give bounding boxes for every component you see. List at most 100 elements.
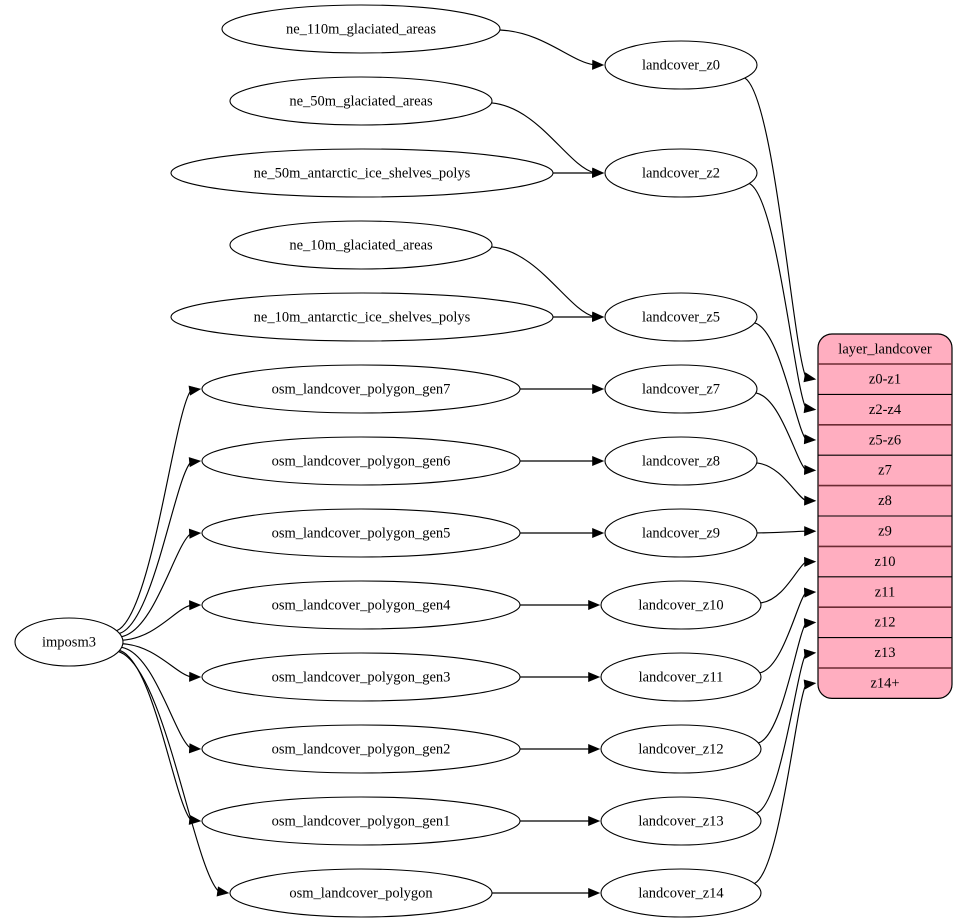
edge-imposm3-to-osm_landcover_polygon_gen3 <box>122 643 192 678</box>
node-shape-osm_landcover_polygon_gen2 <box>201 724 521 774</box>
arrowhead-landcover_z8 <box>592 455 605 467</box>
node-osm_landcover_polygon_gen5[interactable]: osm_landcover_polygon_gen5 <box>201 508 521 558</box>
arrowhead-osm_landcover_polygon <box>216 886 230 897</box>
node-osm_landcover_polygon_gen4[interactable]: osm_landcover_polygon_gen4 <box>201 580 521 630</box>
node-shape-ne_50m_glaciated_areas <box>229 76 493 126</box>
edge-imposm3-to-osm_landcover_polygon_gen7 <box>116 389 192 632</box>
edge-landcover_z7-to-layer_landcover-z7 <box>755 392 807 471</box>
node-landcover_z13[interactable]: landcover_z13 <box>600 796 762 846</box>
record-row-label-z14plus[interactable]: z14+ <box>870 676 899 692</box>
node-shape-landcover_z5 <box>604 292 758 342</box>
node-landcover_z5[interactable]: landcover_z5 <box>604 292 758 342</box>
record-row-label-z11[interactable]: z11 <box>875 584 895 600</box>
edge-imposm3-to-osm_landcover_polygon_gen2 <box>121 646 192 749</box>
node-ne_110m_glaciated_areas[interactable]: ne_110m_glaciated_areas <box>221 4 501 54</box>
node-landcover_z10[interactable]: landcover_z10 <box>600 580 762 630</box>
node-landcover_z11[interactable]: landcover_z11 <box>600 652 762 702</box>
node-ne_10m_antarctic_ice_shelves_polys[interactable]: ne_10m_antarctic_ice_shelves_polys <box>170 292 554 342</box>
node-shape-landcover_z14 <box>600 868 762 918</box>
node-landcover_z12[interactable]: landcover_z12 <box>600 724 762 774</box>
node-shape-ne_110m_glaciated_areas <box>221 4 501 54</box>
node-shape-osm_landcover_polygon_gen7 <box>201 364 521 414</box>
node-label-ne_50m_antarctic_ice_shelves_polys: ne_50m_antarctic_ice_shelves_polys <box>254 165 471 181</box>
node-ne_10m_glaciated_areas[interactable]: ne_10m_glaciated_areas <box>229 220 493 270</box>
node-landcover_z2[interactable]: landcover_z2 <box>604 148 758 198</box>
node-shape-osm_landcover_polygon_gen6 <box>201 436 521 486</box>
node-landcover_z14[interactable]: landcover_z14 <box>600 868 762 918</box>
node-osm_landcover_polygon_gen6[interactable]: osm_landcover_polygon_gen6 <box>201 436 521 486</box>
arrowhead-osm_landcover_polygon_gen6 <box>188 457 202 468</box>
arrowhead-landcover_z10 <box>588 599 601 611</box>
node-label-imposm3: imposm3 <box>42 634 96 650</box>
node-osm_landcover_polygon_gen3[interactable]: osm_landcover_polygon_gen3 <box>201 652 521 702</box>
edge-landcover_z11-to-layer_landcover-z11 <box>759 592 807 674</box>
record-row-label-z9[interactable]: z9 <box>878 524 892 540</box>
node-shape-osm_landcover_polygon_gen5 <box>201 508 521 558</box>
edge-landcover_z8-to-layer_landcover-z8 <box>756 462 807 502</box>
node-osm_landcover_polygon[interactable]: osm_landcover_polygon <box>229 868 493 918</box>
node-label-landcover_z9: landcover_z9 <box>642 525 720 541</box>
record-row-label-z12[interactable]: z12 <box>875 615 896 631</box>
edge-landcover_z2-to-layer_landcover-z2-z4 <box>749 182 807 409</box>
arrowhead-layer_landcover-z7 <box>803 464 817 475</box>
node-label-ne_110m_glaciated_areas: ne_110m_glaciated_areas <box>286 21 436 37</box>
edges-layer <box>116 29 817 899</box>
nodes-layer: imposm3 ne_110m_glaciated_areas ne_50m_gla… <box>14 4 762 918</box>
node-shape-landcover_z8 <box>604 436 758 486</box>
node-label-landcover_z11: landcover_z11 <box>639 669 724 685</box>
record-row-label-z0-z1[interactable]: z0-z1 <box>869 372 901 388</box>
node-landcover_z8[interactable]: landcover_z8 <box>604 436 758 486</box>
edge-imposm3-to-osm_landcover_polygon_gen4 <box>122 604 192 641</box>
edge-imposm3-to-osm_landcover_polygon <box>118 651 220 893</box>
node-osm_landcover_polygon_gen1[interactable]: osm_landcover_polygon_gen1 <box>201 796 521 846</box>
node-shape-osm_landcover_polygon_gen1 <box>201 796 521 846</box>
node-imposm3[interactable]: imposm3 <box>14 617 124 667</box>
node-shape-osm_landcover_polygon_gen4 <box>201 580 521 630</box>
node-shape-landcover_z9 <box>604 508 758 558</box>
node-landcover_z7[interactable]: landcover_z7 <box>604 364 758 414</box>
record-row-label-z8[interactable]: z8 <box>878 493 892 509</box>
node-label-landcover_z8: landcover_z8 <box>642 453 720 469</box>
node-ne_50m_glaciated_areas[interactable]: ne_50m_glaciated_areas <box>229 76 493 126</box>
arrowhead-layer_landcover-z9 <box>804 526 817 537</box>
node-shape-landcover_z2 <box>604 148 758 198</box>
arrowhead-landcover_z14 <box>588 887 601 899</box>
edge-landcover_z13-to-layer_landcover-z13 <box>756 653 807 814</box>
arrowhead-landcover_z7 <box>592 383 605 395</box>
record-row-label-z10[interactable]: z10 <box>875 554 896 570</box>
arrowhead-layer_landcover-z11 <box>803 587 817 598</box>
record-row-label-z7[interactable]: z7 <box>878 463 892 479</box>
record-node-layer-landcover[interactable]: layer_landcover z0-z1 z2-z4 z5-z6 z7 z8 z9 z10 z… <box>817 333 953 699</box>
edge-landcover_z5-to-layer_landcover-z5-z6 <box>754 322 807 440</box>
arrowhead-landcover_z0 <box>592 59 605 70</box>
node-label-osm_landcover_polygon_gen4: osm_landcover_polygon_gen4 <box>272 597 452 613</box>
node-osm_landcover_polygon_gen2[interactable]: osm_landcover_polygon_gen2 <box>201 724 521 774</box>
record-row-label-z5-z6[interactable]: z5-z6 <box>869 432 901 448</box>
arrowhead-osm_landcover_polygon_gen3 <box>189 671 202 682</box>
node-label-landcover_z14: landcover_z14 <box>638 885 724 901</box>
arrowhead-osm_landcover_polygon_gen7 <box>188 385 202 396</box>
edge-ne_10m_glaciated_areas-to-landcover_z5 <box>491 246 595 318</box>
node-shape-landcover_z10 <box>600 580 762 630</box>
record-row-label-z13[interactable]: z13 <box>875 645 896 661</box>
arrowhead-landcover_z2 <box>592 167 605 179</box>
node-shape-osm_landcover_polygon_gen3 <box>201 652 521 702</box>
node-osm_landcover_polygon_gen7[interactable]: osm_landcover_polygon_gen7 <box>201 364 521 414</box>
node-label-osm_landcover_polygon_gen1: osm_landcover_polygon_gen1 <box>272 813 451 829</box>
node-label-osm_landcover_polygon_gen7: osm_landcover_polygon_gen7 <box>272 381 451 397</box>
node-shape-osm_landcover_polygon <box>229 868 493 918</box>
record-header-label: layer_landcover <box>838 341 932 357</box>
edge-landcover_z9-to-layer_landcover-z9 <box>756 530 807 534</box>
node-landcover_z0[interactable]: landcover_z0 <box>604 40 758 90</box>
node-landcover_z9[interactable]: landcover_z9 <box>604 508 758 558</box>
node-label-ne_10m_glaciated_areas: ne_10m_glaciated_areas <box>289 237 433 253</box>
edge-imposm3-to-osm_landcover_polygon_gen5 <box>121 533 192 638</box>
node-shape-landcover_z12 <box>600 724 762 774</box>
node-ne_50m_antarctic_ice_shelves_polys[interactable]: ne_50m_antarctic_ice_shelves_polys <box>170 148 554 198</box>
node-label-landcover_z2: landcover_z2 <box>642 165 720 181</box>
record-row-label-z2-z4[interactable]: z2-z4 <box>869 402 902 418</box>
arrowhead-landcover_z5 <box>592 311 605 323</box>
edge-landcover_z14-to-layer_landcover-z14- <box>754 684 807 884</box>
record-layer: layer_landcover z0-z1 z2-z4 z5-z6 z7 z8 z9 z10 z… <box>817 333 953 699</box>
